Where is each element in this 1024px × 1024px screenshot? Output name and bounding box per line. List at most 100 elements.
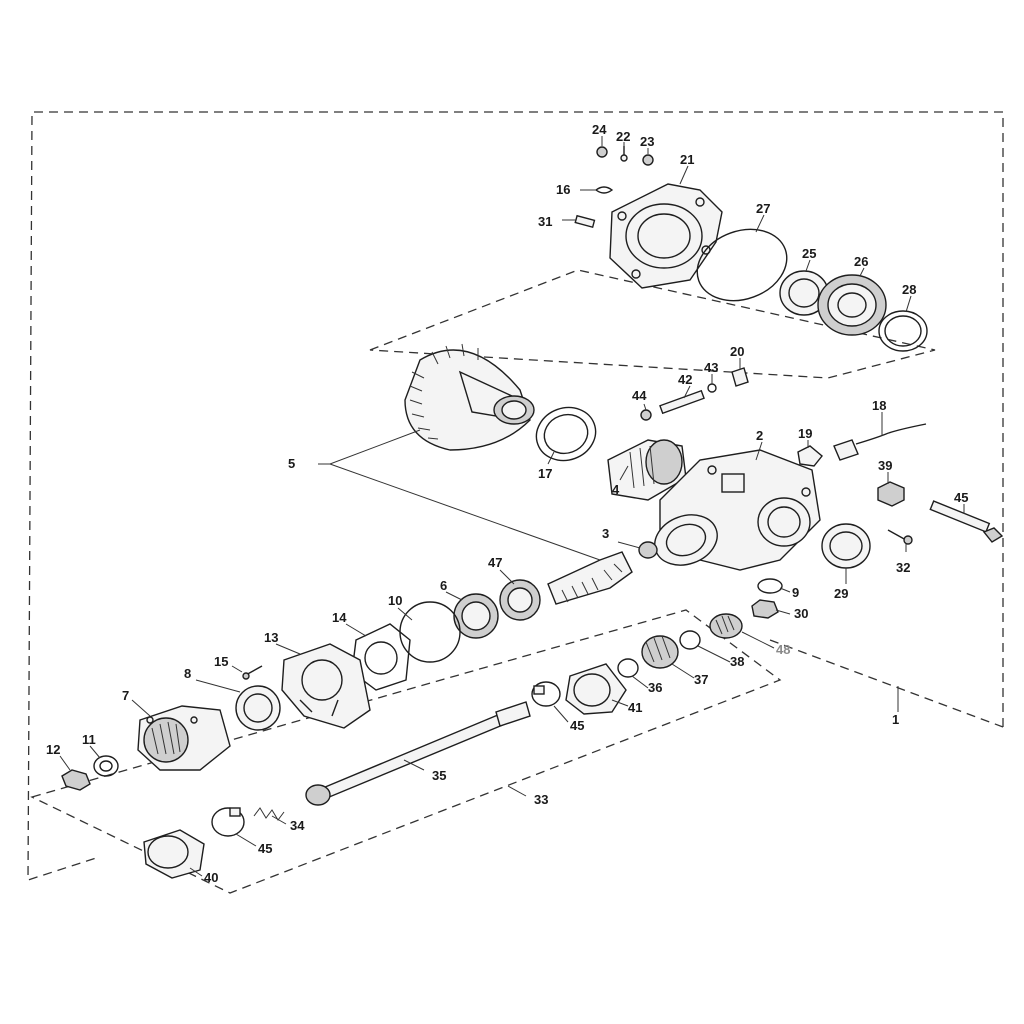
callout-43: 43	[704, 360, 718, 375]
ring-36	[617, 658, 639, 678]
sensor-18	[833, 423, 927, 461]
outer-assembly-boundary	[27, 111, 1004, 881]
callout-4: 4	[612, 482, 620, 497]
bolt-32	[887, 529, 913, 545]
shim-28	[878, 310, 928, 352]
callout-18: 18	[872, 398, 886, 413]
seal-29	[821, 523, 871, 569]
bolt-15	[242, 665, 263, 680]
bearing-4	[607, 439, 687, 501]
nut-12	[61, 769, 91, 791]
ring-38	[679, 630, 701, 650]
callout-34: 34	[290, 818, 305, 833]
bearing-47	[499, 579, 541, 621]
pinion-gear	[547, 551, 633, 605]
ring-gear-5	[404, 343, 535, 451]
callout-14: 14	[332, 610, 347, 625]
shim-17	[535, 406, 597, 462]
callout-37: 37	[694, 672, 708, 687]
callout-25: 25	[802, 246, 816, 261]
callout-45-right: 45	[954, 490, 968, 505]
callout-15: 15	[214, 654, 228, 669]
bearing-26	[817, 274, 887, 336]
callout-24: 24	[592, 122, 607, 137]
callout-3: 3	[602, 526, 609, 541]
callout-48: 48	[776, 642, 790, 657]
joint-41	[565, 663, 627, 715]
callout-1: 1	[892, 712, 899, 727]
callout-8: 8	[184, 666, 191, 681]
ring-43	[707, 383, 717, 393]
boot-clamp-45-upper	[531, 681, 561, 707]
callout-22: 22	[616, 129, 630, 144]
leader-lines	[59, 136, 965, 877]
callout-29: 29	[834, 586, 848, 601]
bearing-6	[453, 593, 499, 639]
bolt-45-right	[929, 500, 1004, 543]
spring-37	[641, 635, 679, 669]
callout-2: 2	[756, 428, 763, 443]
callout-7: 7	[122, 688, 129, 703]
callout-17: 17	[538, 466, 552, 481]
cap-48	[709, 613, 743, 639]
callout-45-upper: 45	[570, 718, 584, 733]
callout-20: 20	[730, 344, 744, 359]
callout-labels: 24 22 23 21 16 31 27 25 26 28 20 43 42 4…	[46, 122, 968, 885]
callout-30: 30	[794, 606, 808, 621]
callout-19: 19	[798, 426, 812, 441]
bushing-20	[731, 367, 749, 387]
callout-47: 47	[488, 555, 502, 570]
ring-gear-group-boundary	[369, 269, 936, 379]
callout-32: 32	[896, 560, 910, 575]
plug-19	[797, 445, 823, 467]
nut-24	[596, 146, 608, 158]
spring-34	[253, 807, 285, 821]
callout-10: 10	[388, 593, 402, 608]
callout-6: 6	[440, 578, 447, 593]
clip-16	[580, 186, 614, 194]
washer-11	[93, 755, 119, 777]
callout-13: 13	[264, 630, 278, 645]
pin-42	[659, 389, 705, 415]
callout-9: 9	[792, 585, 799, 600]
callout-28: 28	[902, 282, 916, 297]
housing-2	[654, 449, 821, 571]
washer-9	[757, 578, 783, 594]
callout-33: 33	[534, 792, 548, 807]
cover-21	[609, 183, 723, 289]
bolt-44	[640, 409, 652, 421]
nut-23	[642, 154, 654, 166]
boot-40	[143, 829, 205, 879]
callout-31: 31	[538, 214, 552, 229]
o-ring-27	[696, 228, 788, 302]
stud-22	[620, 146, 628, 162]
callout-40: 40	[204, 870, 218, 885]
callout-12: 12	[46, 742, 60, 757]
callout-26: 26	[854, 254, 868, 269]
drain-plug-30	[751, 599, 779, 619]
callout-5: 5	[288, 456, 295, 471]
callout-21: 21	[680, 152, 694, 167]
boot-clamp-45-lower	[211, 807, 245, 837]
case-13	[281, 643, 371, 729]
bolt-31	[562, 214, 596, 229]
group-boundaries	[27, 111, 1004, 894]
callout-23: 23	[640, 134, 654, 149]
callout-41: 41	[628, 700, 642, 715]
callout-27: 27	[756, 201, 770, 216]
nut-3	[638, 541, 658, 559]
callout-39: 39	[878, 458, 892, 473]
seal-8	[235, 685, 281, 731]
shaft-35	[305, 701, 531, 806]
nut-39	[877, 481, 905, 507]
callout-44: 44	[632, 388, 647, 403]
callout-35: 35	[432, 768, 446, 783]
flange-7	[137, 705, 231, 771]
callout-11: 11	[82, 732, 96, 747]
callout-36: 36	[648, 680, 662, 695]
callout-42: 42	[678, 372, 692, 387]
callout-38: 38	[730, 654, 744, 669]
assembly-boundary-bottom	[769, 639, 1004, 728]
callout-16: 16	[556, 182, 570, 197]
